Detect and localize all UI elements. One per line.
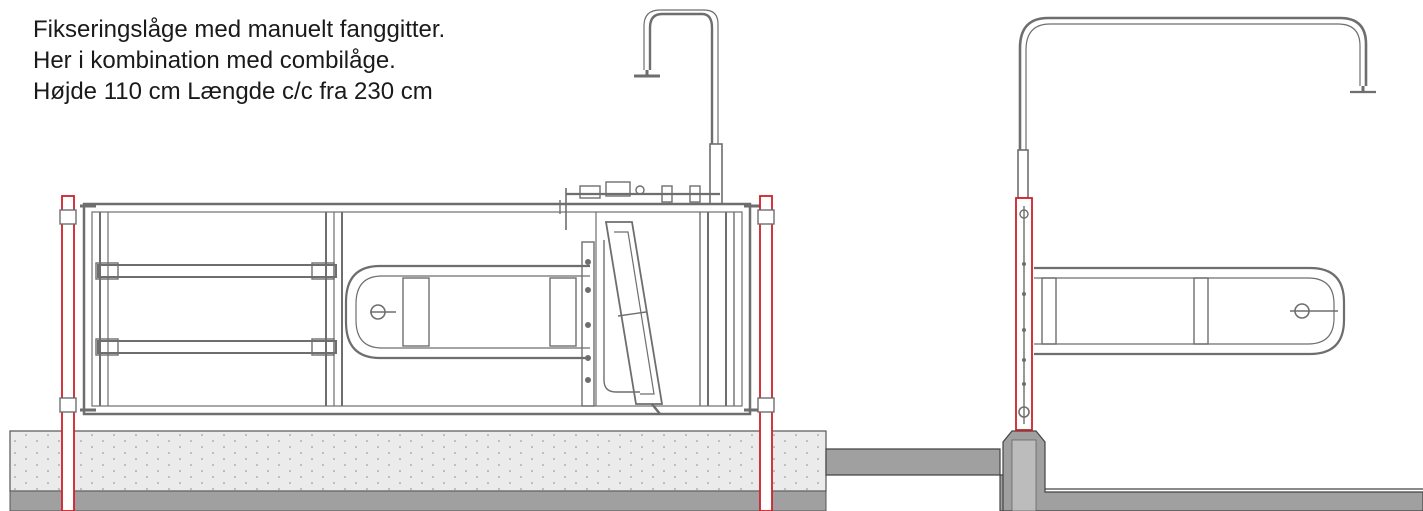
left-post	[59, 195, 77, 511]
ground-band	[9, 490, 827, 511]
side-view-gate	[1017, 16, 1376, 356]
right-post	[757, 195, 775, 511]
caption-line-2: Her i kombination med combilåge.	[33, 47, 396, 74]
side-post	[1015, 197, 1033, 431]
caption: Fikseringslåge med manuelt fanggitter. H…	[33, 14, 445, 107]
right-foundation	[1002, 430, 1423, 511]
concrete-texture	[11, 432, 825, 490]
front-view-gate	[80, 9, 760, 416]
caption-line-3: Højde 110 cm Længde c/c fra 230 cm	[33, 78, 433, 105]
channel-profile	[825, 448, 1011, 511]
caption-line-1: Fikseringslåge med manuelt fanggitter.	[33, 16, 446, 43]
foundation	[9, 430, 1423, 511]
